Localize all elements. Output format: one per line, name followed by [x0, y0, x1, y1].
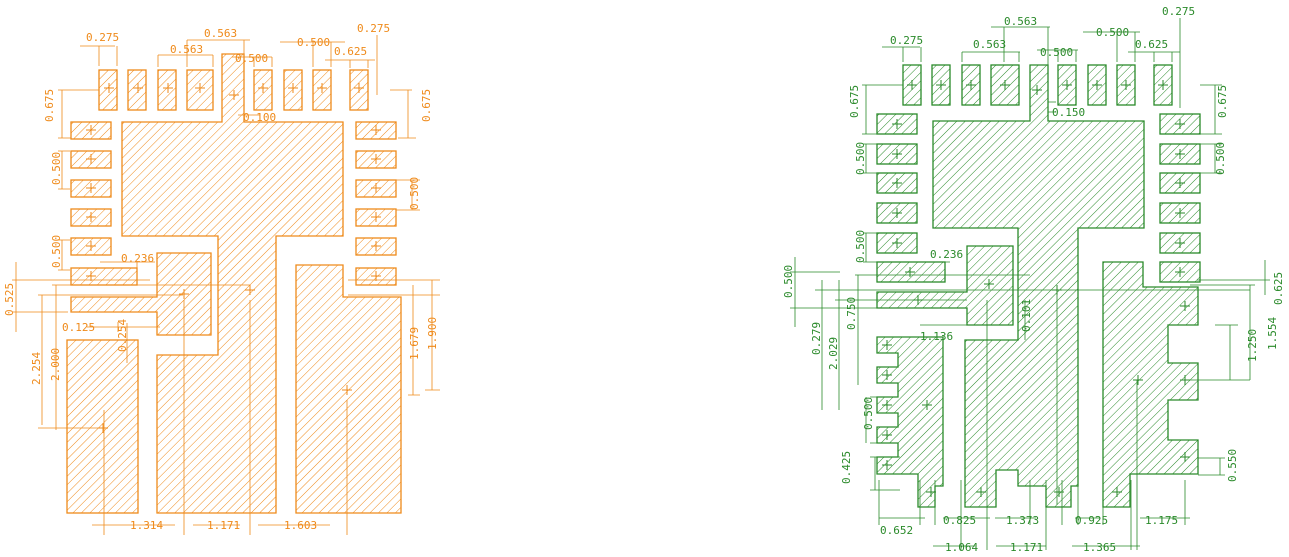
dim-label: 0.675: [848, 85, 861, 118]
dim-label: 0.500: [50, 235, 63, 268]
dim-label: 0.101: [1020, 299, 1033, 332]
dim-label: 0.525: [3, 283, 16, 316]
center-pad: [932, 64, 1145, 508]
dim-label: 0.500: [862, 397, 875, 430]
dim-label: 0.500: [1096, 26, 1129, 39]
comb-pad: [876, 336, 944, 508]
dim-label: 0.500: [297, 36, 330, 49]
dim-label: 1.373: [1006, 514, 1039, 527]
dim-label: 1.171: [207, 519, 240, 532]
side-pad: [70, 267, 138, 286]
dim-label: 0.563: [973, 38, 1006, 51]
dim-label: 0.563: [204, 27, 237, 40]
dim-label: 1.171: [1010, 541, 1043, 554]
dim-label: 0.500: [50, 152, 63, 185]
dim-label: 1.136: [920, 330, 953, 343]
dim-label: 0.150: [1052, 106, 1085, 119]
dim-label: 0.652: [880, 524, 913, 537]
dim-label: 0.825: [943, 514, 976, 527]
dim-label: 0.750: [845, 297, 858, 330]
dim-label: 1.900: [426, 317, 439, 350]
dim-label: 0.925: [1075, 514, 1108, 527]
dim-label: 1.175: [1145, 514, 1178, 527]
dim-label: 0.500: [235, 52, 268, 65]
dim-label: 0.500: [854, 142, 867, 175]
top-pad: [98, 69, 118, 111]
dim-label: 1.314: [130, 519, 163, 532]
dim-label: 0.625: [334, 45, 367, 58]
dim-label: 0.275: [357, 22, 390, 35]
center-pad: [121, 53, 344, 514]
dim-label: 1.250: [1246, 329, 1259, 362]
dim-label: 0.625: [1135, 38, 1168, 51]
top-pad: [157, 69, 177, 111]
dim-label: 0.236: [121, 252, 154, 265]
dim-label: 1.554: [1266, 317, 1279, 350]
right-footprint: [876, 64, 1201, 508]
small-pad: [876, 245, 1014, 326]
dim-label: 0.625: [1272, 272, 1285, 305]
right-dimension-texts: 0.275 0.563 0.563 0.500 0.500 0.625 0.27…: [782, 5, 1285, 554]
right-dimension-lines: [790, 18, 1270, 550]
top-pad: [127, 69, 147, 111]
left-dimension-lines: [12, 35, 440, 535]
dim-label: 0.236: [930, 248, 963, 261]
dim-label: 0.500: [1040, 46, 1073, 59]
dim-label: 0.500: [408, 177, 421, 210]
dim-label: 0.125: [62, 321, 95, 334]
dim-label: 0.563: [170, 43, 203, 56]
dim-label: 1.064: [945, 541, 978, 554]
dim-label: 1.603: [284, 519, 317, 532]
small-pad: [70, 252, 212, 336]
dim-label: 0.100: [243, 111, 276, 124]
large-pad: [295, 264, 402, 514]
dim-label: 0.254: [116, 319, 129, 352]
left-dimension-texts: 0.275 0.563 0.563 0.500 0.625 0.500 0.27…: [3, 22, 439, 532]
dim-label: 0.275: [86, 31, 119, 44]
dim-label: 1.365: [1083, 541, 1116, 554]
dim-label: 2.029: [827, 337, 840, 370]
dim-label: 0.675: [43, 89, 56, 122]
left-footprint: [66, 53, 402, 514]
dim-label: 1.679: [408, 327, 421, 360]
dim-label: 0.563: [1004, 15, 1037, 28]
comb-pad: [1102, 261, 1199, 508]
dim-label: 0.500: [854, 230, 867, 263]
dim-label: 0.275: [890, 34, 923, 47]
dim-label: 0.500: [1214, 142, 1227, 175]
dim-label: 0.675: [420, 89, 433, 122]
top-pad: [186, 69, 214, 111]
dim-label: 0.550: [1226, 449, 1239, 482]
dim-label: 2.254: [30, 352, 43, 385]
dim-label: 0.500: [782, 265, 795, 298]
dim-label: 0.275: [1162, 5, 1195, 18]
dim-label: 0.425: [840, 451, 853, 484]
dim-label: 2.000: [49, 348, 62, 381]
dim-label: 0.675: [1216, 85, 1229, 118]
dim-label: 0.279: [810, 322, 823, 355]
left-crosshairs: [86, 83, 381, 433]
